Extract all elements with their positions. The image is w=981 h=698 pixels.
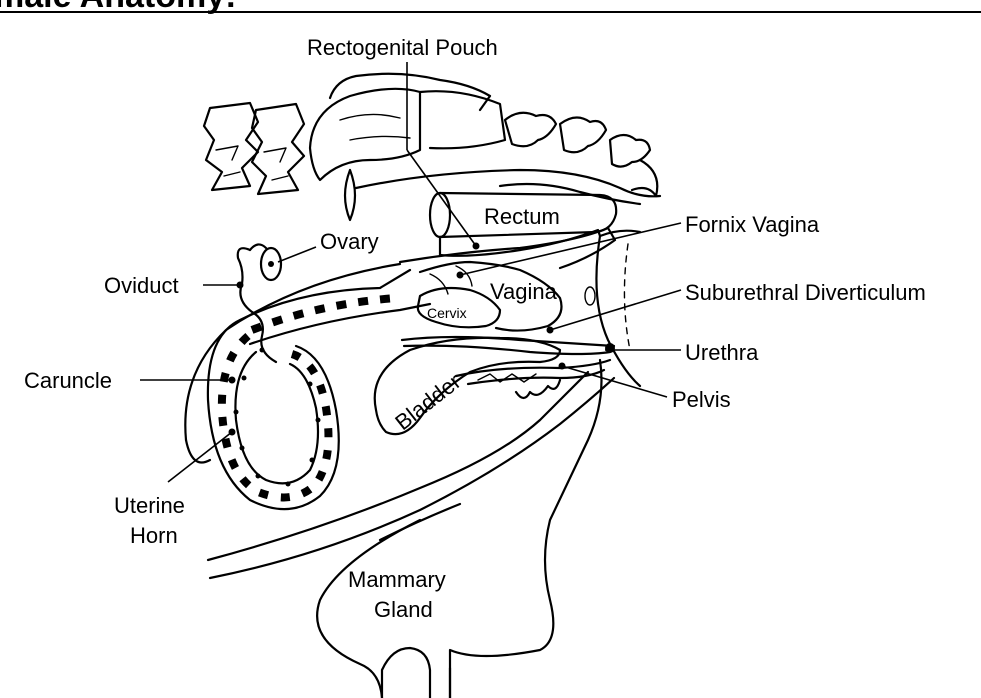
labels: Rectogenital Pouch Rectum Fornix Vagina … (24, 35, 926, 622)
pointer-rectogenital-pouch (473, 243, 480, 250)
label-cervix: Cervix (427, 305, 467, 321)
leader-uterine-horn (168, 432, 232, 482)
leader-ovary (278, 247, 316, 262)
label-urethra: Urethra (685, 340, 759, 365)
label-uterine-horn-line2: Horn (130, 523, 178, 548)
label-rectum: Rectum (484, 204, 560, 229)
label-oviduct: Oviduct (104, 273, 179, 298)
label-uterine-horn-line1: Uterine (114, 493, 185, 518)
label-mammary-gland-line1: Mammary (348, 567, 446, 592)
pointer-caruncle (229, 377, 236, 384)
label-mammary-gland-line2: Gland (374, 597, 433, 622)
pointer-pelvis (559, 363, 566, 370)
spine-drawing (204, 74, 660, 220)
pointer-uterine-horn (229, 429, 236, 436)
label-caruncle: Caruncle (24, 368, 112, 393)
label-vagina: Vagina (490, 279, 558, 304)
label-rectogenital-pouch: Rectogenital Pouch (307, 35, 498, 60)
uterus-drawing (208, 270, 430, 509)
leader-rectogenital-pouch-end (407, 150, 476, 246)
mammary-gland-drawing (317, 360, 601, 698)
leader-suburethral-diverticulum (550, 290, 681, 330)
label-bladder: Bladder (390, 369, 465, 435)
pointer-suburethral-diverticulum (547, 327, 554, 334)
label-suburethral-diverticulum: Suburethral Diverticulum (685, 280, 926, 305)
label-ovary: Ovary (320, 229, 379, 254)
label-pelvis: Pelvis (672, 387, 731, 412)
label-fornix-vagina: Fornix Vagina (685, 212, 820, 237)
pointer-oviduct (237, 282, 244, 289)
pointer-fornix-vagina (457, 272, 464, 279)
